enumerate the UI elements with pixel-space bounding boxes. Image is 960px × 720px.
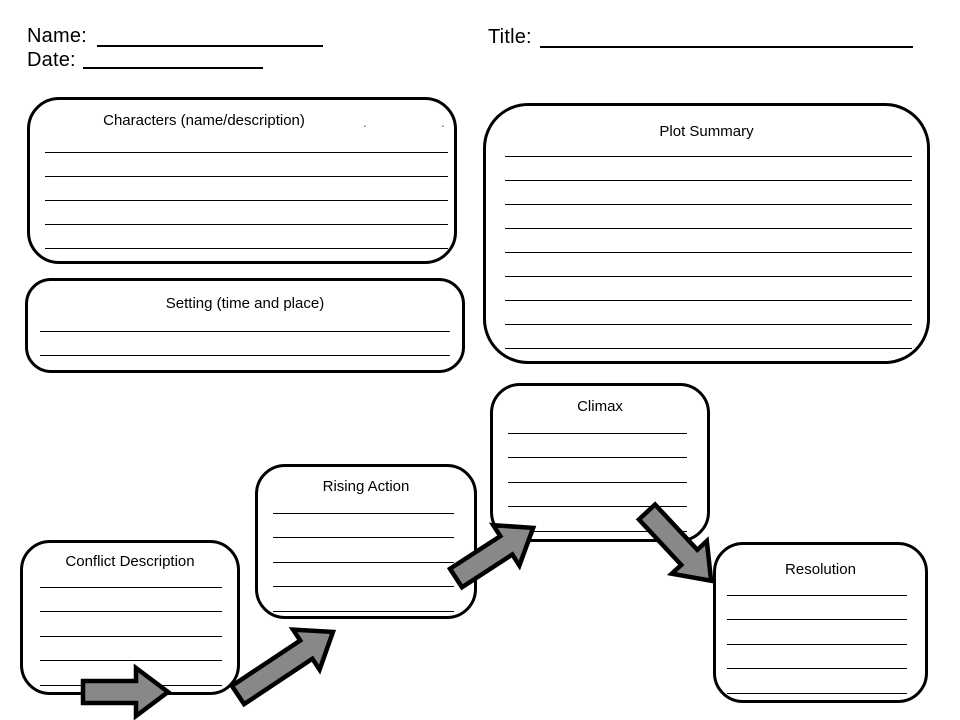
writing-line[interactable]: [508, 483, 687, 507]
writing-line[interactable]: [505, 181, 912, 205]
writing-line[interactable]: [505, 253, 912, 277]
writing-line[interactable]: [727, 620, 907, 645]
arrow-shape: [228, 627, 337, 708]
writing-line[interactable]: [727, 596, 907, 620]
plot-summary-lines: [505, 133, 912, 349]
writing-line[interactable]: [505, 301, 912, 325]
stray-dot: .: [441, 115, 445, 130]
writing-line[interactable]: [40, 661, 222, 686]
writing-line[interactable]: [505, 325, 912, 349]
setting-lines: [40, 308, 450, 356]
rising-action-lines: [273, 489, 454, 612]
conflict-to-rising-action-arrow: [228, 627, 337, 708]
characters-box: Characters (name/description) . .: [27, 97, 457, 264]
climax-title: Climax: [577, 398, 623, 415]
name-label: Name:: [27, 25, 87, 47]
writing-line[interactable]: [505, 229, 912, 253]
writing-line[interactable]: [727, 571, 907, 596]
characters-title: Characters (name/description): [103, 112, 305, 129]
writing-line[interactable]: [505, 205, 912, 229]
writing-line[interactable]: [508, 507, 687, 532]
resolution-lines: [727, 571, 907, 694]
writing-line[interactable]: [45, 225, 448, 249]
writing-line[interactable]: [727, 645, 907, 669]
writing-line[interactable]: [273, 563, 454, 587]
writing-line[interactable]: [40, 308, 450, 332]
climax-box: Climax: [490, 383, 710, 542]
writing-line[interactable]: [727, 669, 907, 694]
characters-lines: [45, 129, 448, 249]
writing-line[interactable]: [505, 133, 912, 157]
writing-line[interactable]: [40, 612, 222, 637]
writing-line[interactable]: [45, 153, 448, 177]
writing-line[interactable]: [508, 458, 687, 483]
plot-summary-title: Plot Summary: [659, 123, 754, 140]
writing-line[interactable]: [40, 332, 450, 356]
conflict-description-box: Conflict Description: [20, 540, 240, 695]
setting-box: Setting (time and place): [25, 278, 465, 373]
conflict-description-lines: [40, 563, 222, 686]
writing-line[interactable]: [45, 177, 448, 201]
rising-action-title: Rising Action: [322, 478, 410, 495]
rising-action-box: Rising Action: [255, 464, 477, 619]
writing-line[interactable]: [505, 277, 912, 301]
setting-title: Setting (time and place): [165, 295, 325, 312]
writing-line[interactable]: [505, 157, 912, 181]
writing-line[interactable]: [45, 201, 448, 225]
resolution-title: Resolution: [785, 561, 856, 578]
writing-line[interactable]: [273, 587, 454, 612]
writing-line[interactable]: [508, 434, 687, 458]
writing-line[interactable]: [508, 409, 687, 434]
writing-line[interactable]: [40, 563, 222, 588]
writing-line[interactable]: [273, 489, 454, 514]
climax-lines: [508, 409, 687, 532]
resolution-box: Resolution: [713, 542, 928, 703]
writing-line[interactable]: [40, 588, 222, 612]
title-label: Title:: [488, 26, 532, 48]
date-blank[interactable]: [83, 67, 263, 69]
date-label: Date:: [27, 49, 76, 71]
name-blank[interactable]: [97, 45, 323, 47]
writing-line[interactable]: [273, 538, 454, 563]
plot-summary-box: Plot Summary: [483, 103, 930, 364]
writing-line[interactable]: [273, 514, 454, 538]
writing-line[interactable]: [40, 637, 222, 661]
stray-dot: .: [363, 115, 367, 130]
conflict-description-title: Conflict Description: [65, 553, 195, 570]
title-blank[interactable]: [540, 46, 913, 48]
writing-line[interactable]: [45, 129, 448, 153]
